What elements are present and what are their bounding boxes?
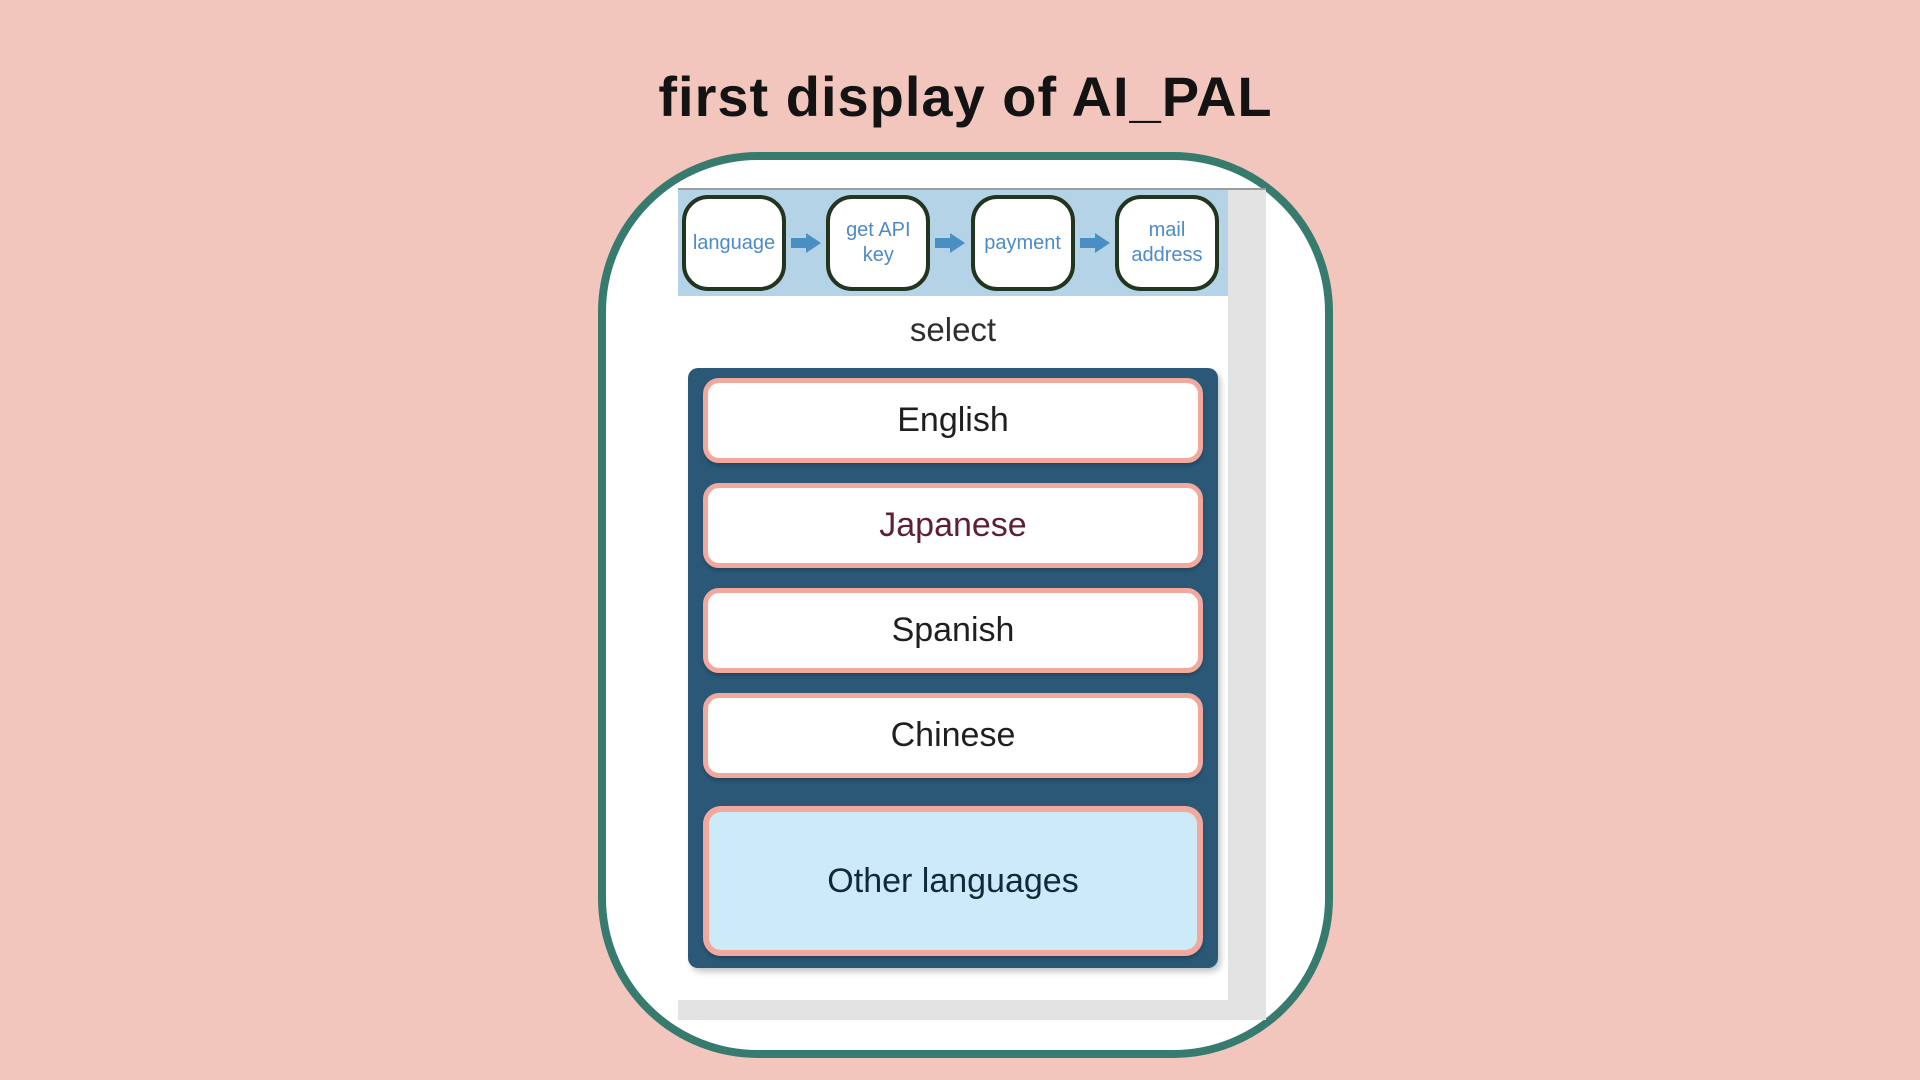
step-get-api-key: get API key (826, 195, 931, 291)
device-frame: language get API key payment mail addres… (598, 152, 1333, 1058)
vertical-scrollbar[interactable] (1228, 190, 1266, 1000)
step-payment: payment (970, 195, 1075, 291)
flow-arrow-icon (1079, 233, 1110, 253)
progress-steps: language get API key payment mail addres… (678, 190, 1228, 296)
language-button-english[interactable]: English (703, 378, 1203, 463)
language-panel: English Japanese Spanish Chinese Other l… (688, 368, 1218, 968)
select-label: select (909, 311, 997, 348)
language-button-spanish[interactable]: Spanish (703, 588, 1203, 673)
window-main: language get API key payment mail addres… (678, 190, 1266, 1000)
page-title: first display of AI_PAL (658, 65, 1273, 128)
language-button-other[interactable]: Other languages (703, 806, 1203, 956)
language-button-japanese[interactable]: Japanese (703, 483, 1203, 568)
step-mail-address: mail address (1114, 195, 1219, 291)
window-top-border (678, 188, 1266, 190)
window-content: language get API key payment mail addres… (678, 190, 1228, 1000)
flow-arrow-icon (791, 233, 822, 253)
step-language: language (682, 195, 786, 291)
flow-arrow-icon (935, 233, 966, 253)
app-window: language get API key payment mail addres… (678, 188, 1266, 1020)
language-button-chinese[interactable]: Chinese (703, 693, 1203, 778)
horizontal-scrollbar[interactable] (678, 1000, 1266, 1020)
